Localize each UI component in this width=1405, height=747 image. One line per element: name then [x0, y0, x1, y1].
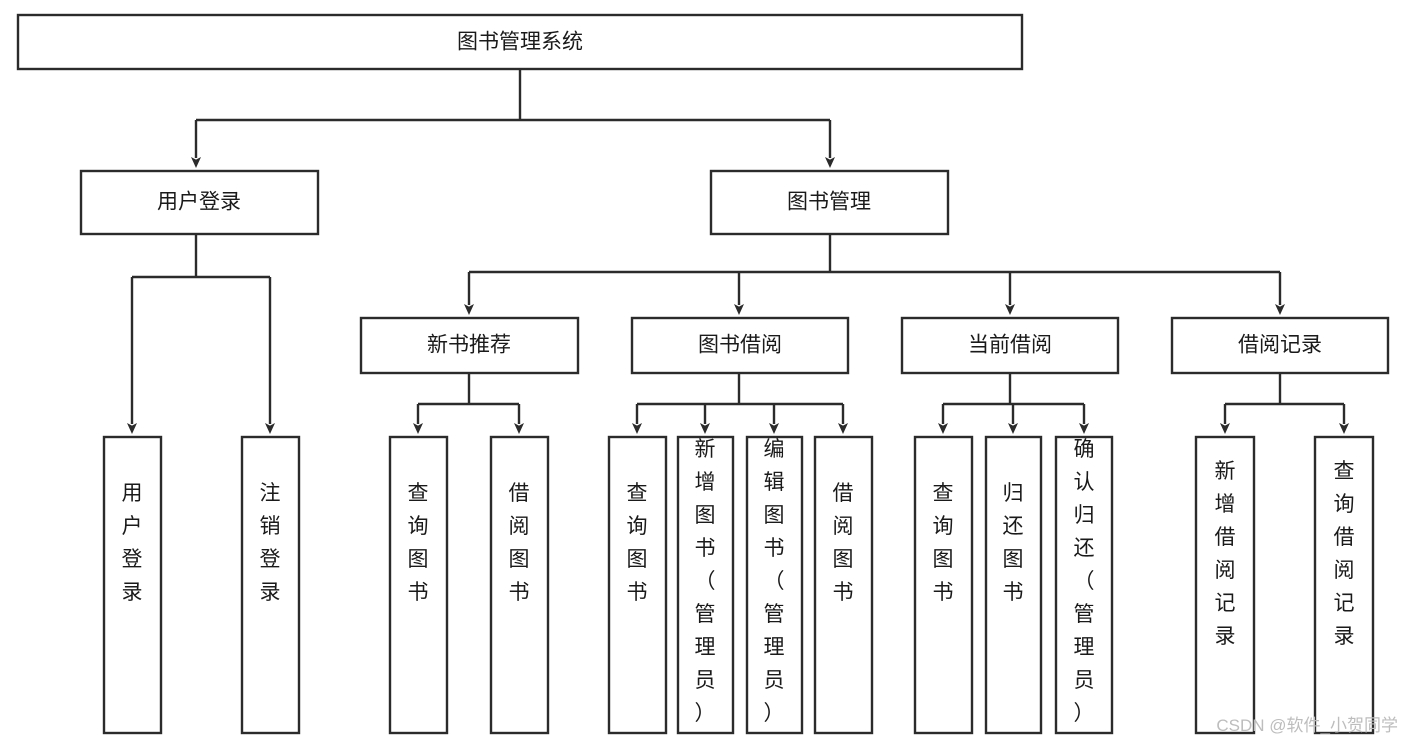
- node-current-borrow-label: 当前借阅: [968, 334, 1052, 357]
- node-new-book-recommend[interactable]: 新书推荐: [359, 316, 580, 375]
- connector-group-book-borrow: [632, 373, 848, 434]
- node-borrow-record-label: 借阅记录: [1238, 334, 1322, 357]
- watermark-label: CSDN @软件_小贺同学: [1216, 716, 1398, 735]
- leaf-record-query-label: 查询借阅记录: [1334, 460, 1355, 648]
- leaf-node[interactable]: 查询图书: [607, 435, 668, 735]
- node-book-management-label: 图书管理: [787, 191, 871, 214]
- node-book-borrow-label: 图书借阅: [698, 334, 782, 357]
- node-book-management[interactable]: 图书管理: [709, 169, 950, 236]
- node-borrow-record-box[interactable]: [1170, 316, 1390, 375]
- leaf-bookborrow-add-box[interactable]: [676, 435, 735, 735]
- node-user-login[interactable]: 用户登录: [79, 169, 320, 236]
- leaf-user-login-box[interactable]: [102, 435, 163, 735]
- leaf-bookborrow-borrow-label: 借阅图书: [833, 482, 854, 604]
- leaf-newbook-query-box[interactable]: [388, 435, 449, 735]
- leaf-node[interactable]: 归还图书: [984, 435, 1043, 735]
- connector-group-root: [191, 69, 835, 168]
- node-user-login-box[interactable]: [79, 169, 320, 236]
- node-book-borrow[interactable]: 图书借阅: [630, 316, 850, 375]
- leaf-node[interactable]: 借阅图书: [489, 435, 550, 735]
- node-book-borrow-box[interactable]: [630, 316, 850, 375]
- leaf-node[interactable]: 借阅图书: [813, 435, 874, 735]
- node-borrow-record[interactable]: 借阅记录: [1170, 316, 1390, 375]
- node-current-borrow-box[interactable]: [900, 316, 1120, 375]
- node-new-book-recommend-label: 新书推荐: [427, 334, 511, 357]
- leaf-logout-box[interactable]: [240, 435, 301, 735]
- leaf-newbook-borrow-label: 借阅图书: [509, 482, 530, 604]
- leaf-bookborrow-edit-box[interactable]: [745, 435, 804, 735]
- node-root-box[interactable]: [16, 13, 1024, 71]
- leaf-current-return-label: 归还图书: [1003, 482, 1024, 604]
- leaf-node[interactable]: 编辑图书（管理员）: [745, 435, 804, 735]
- leaf-record-query-box[interactable]: [1313, 435, 1375, 735]
- leaf-record-add-label: 新增借阅记录: [1215, 460, 1236, 648]
- leaf-bookborrow-add-label: 新增图书（管理员）: [695, 438, 716, 725]
- connector-group-borrow-record: [1220, 373, 1349, 434]
- node-user-login-label: 用户登录: [157, 191, 241, 214]
- connector-group-book-mgmt: [464, 234, 1285, 315]
- leaf-user-login-label: 用户登录: [122, 482, 143, 604]
- node-book-management-box[interactable]: [709, 169, 950, 236]
- leaf-node[interactable]: 新增图书（管理员）: [676, 435, 735, 735]
- node-new-book-recommend-box[interactable]: [359, 316, 580, 375]
- leaf-node[interactable]: 查询借阅记录: [1313, 435, 1375, 735]
- connector-group-user-login: [127, 234, 275, 434]
- leaf-current-query-label: 查询图书: [933, 482, 954, 604]
- leaf-logout-label: 注销登录: [260, 482, 281, 604]
- node-current-borrow[interactable]: 当前借阅: [900, 316, 1120, 375]
- connector-group-new-book: [413, 373, 524, 434]
- leaf-bookborrow-edit-label: 编辑图书（管理员）: [764, 438, 785, 725]
- connector-group-current-borrow: [938, 373, 1089, 434]
- leaf-current-return-box[interactable]: [984, 435, 1043, 735]
- leaf-node[interactable]: 查询图书: [913, 435, 974, 735]
- leaf-bookborrow-query-box[interactable]: [607, 435, 668, 735]
- node-root-label: 图书管理系统: [457, 31, 583, 54]
- leaf-current-query-box[interactable]: [913, 435, 974, 735]
- leaf-bookborrow-query-label: 查询图书: [627, 482, 648, 604]
- leaf-bookborrow-borrow-box[interactable]: [813, 435, 874, 735]
- leaf-record-add-box[interactable]: [1194, 435, 1256, 735]
- leaf-node[interactable]: 新增借阅记录: [1194, 435, 1256, 735]
- leaf-node[interactable]: 注销登录: [240, 435, 301, 735]
- node-root[interactable]: 图书管理系统: [16, 13, 1024, 71]
- leaf-current-confirm-label: 确认归还（管理员）: [1074, 438, 1095, 725]
- leaf-newbook-query-label: 查询图书: [408, 482, 429, 604]
- leaf-current-confirm-box[interactable]: [1054, 435, 1114, 735]
- leaf-node[interactable]: 查询图书: [388, 435, 449, 735]
- leaf-node[interactable]: 用户登录: [102, 435, 163, 735]
- leaf-node[interactable]: 确认归还（管理员）: [1054, 435, 1114, 735]
- leaf-newbook-borrow-box[interactable]: [489, 435, 550, 735]
